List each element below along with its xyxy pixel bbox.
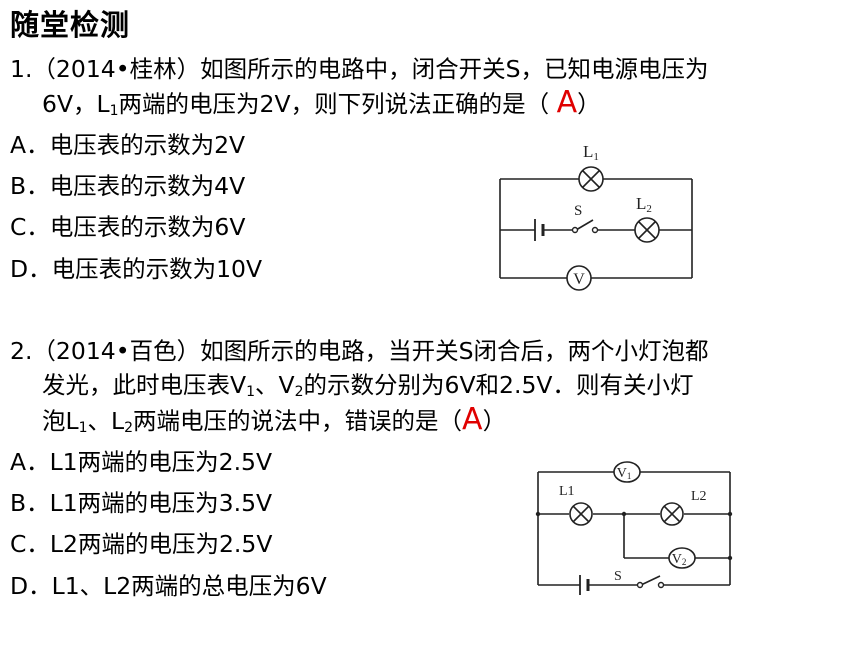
q1-lamp-l1-icon (578, 166, 604, 192)
q1-label-l2: L2 (636, 194, 652, 215)
q2-option-d: D．L1、L2两端的总电压为6V (10, 572, 327, 600)
q1-circuit-diagram: V L1 L2 S (499, 142, 693, 291)
q1-label-l1: L1 (583, 142, 599, 163)
svg-text:V2: V2 (672, 552, 687, 567)
svg-text:V: V (573, 271, 585, 288)
q2-option-c: C．L2两端的电压为2.5V (10, 530, 273, 558)
q2-answer: A (462, 402, 483, 437)
q2-lamp-l1-icon (569, 502, 593, 526)
q2-voltmeter-v1-icon: V1 (613, 461, 641, 483)
q2-stem-line2: 发光，此时电压表V1、V2的示数分别为6V和2.5V．则有关小灯 (42, 371, 694, 400)
q1-answer: A (556, 85, 578, 120)
q2-label-l1: L1 (559, 484, 575, 499)
q1-voltmeter-icon: V (566, 265, 592, 291)
q2-lamp-l2-icon (660, 502, 684, 526)
q1-stem-line1: 1.（2014•桂林）如图所示的电路中，闭合开关S，已知电源电压为 (10, 55, 709, 83)
page-title: 随堂检测 (10, 8, 131, 42)
svg-text:V1: V1 (617, 466, 632, 481)
q2-option-a: A．L1两端的电压为2.5V (10, 448, 273, 476)
q2-voltmeter-v2-icon: V2 (668, 547, 696, 569)
q1-option-a: A．电压表的示数为2V (10, 131, 246, 159)
q2-stem-line1: 2.（2014•百色）如图所示的电路，当开关S闭合后，两个小灯泡都 (10, 337, 709, 365)
q1-option-b: B．电压表的示数为4V (10, 172, 246, 200)
q2-label-l2: L2 (691, 489, 707, 504)
q1-label-s: S (574, 203, 582, 219)
q1-option-c: C．电压表的示数为6V (10, 213, 246, 241)
q1-lamp-l2-icon (634, 217, 660, 243)
q2-stem-line3: 泡L1、L2两端电压的说法中，错误的是（A） (42, 402, 507, 437)
q1-option-d: D．电压表的示数为10V (10, 255, 263, 283)
q2-circuit-diagram: V1 V2 L1 L2 S (535, 461, 733, 595)
q2-option-b: B．L1两端的电压为3.5V (10, 489, 273, 517)
q1-stem-line2: 6V，L1两端的电压为2V，则下列说法正确的是（ A） (42, 85, 601, 120)
q2-label-s: S (614, 569, 622, 584)
